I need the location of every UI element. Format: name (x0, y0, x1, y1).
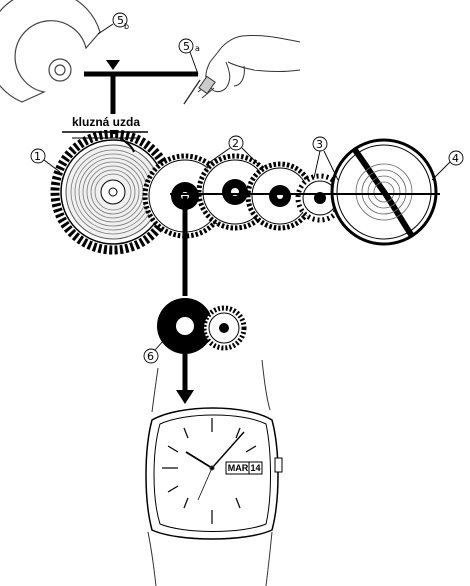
barrel-mainspring (50, 129, 176, 255)
date-window (248, 461, 263, 475)
slip-clutch-bracket (62, 131, 148, 153)
crown-icon (274, 457, 283, 473)
arrow-down-icon (176, 390, 194, 404)
callout-3: 3 (316, 138, 323, 151)
slip-clutch-label: kluzná uzda (72, 115, 140, 129)
callout-5b-sub: b (124, 22, 129, 31)
balance-wheel (330, 138, 438, 246)
callouts (30, 12, 464, 364)
callout-2: 2 (232, 137, 239, 150)
motion-works (157, 298, 247, 354)
output-arrow (176, 340, 194, 404)
gear-train (142, 153, 315, 239)
hour-hand (185, 451, 213, 469)
date-text: 14 (250, 463, 260, 473)
minute-hand (211, 431, 245, 469)
callout-5b: 5 (117, 14, 124, 27)
second-hand (197, 467, 213, 501)
callout-5a-sub: a (195, 44, 200, 53)
day-text: MAR (228, 463, 249, 473)
callout-6: 6 (147, 350, 154, 363)
rotor-weight (0, 0, 101, 103)
callout-1: 1 (34, 150, 41, 163)
callout-4: 4 (452, 152, 459, 165)
winding-hand (183, 35, 301, 105)
arrow-down-icon (106, 60, 120, 70)
callout-5a: 5 (183, 40, 190, 53)
wristwatch (145, 359, 283, 586)
